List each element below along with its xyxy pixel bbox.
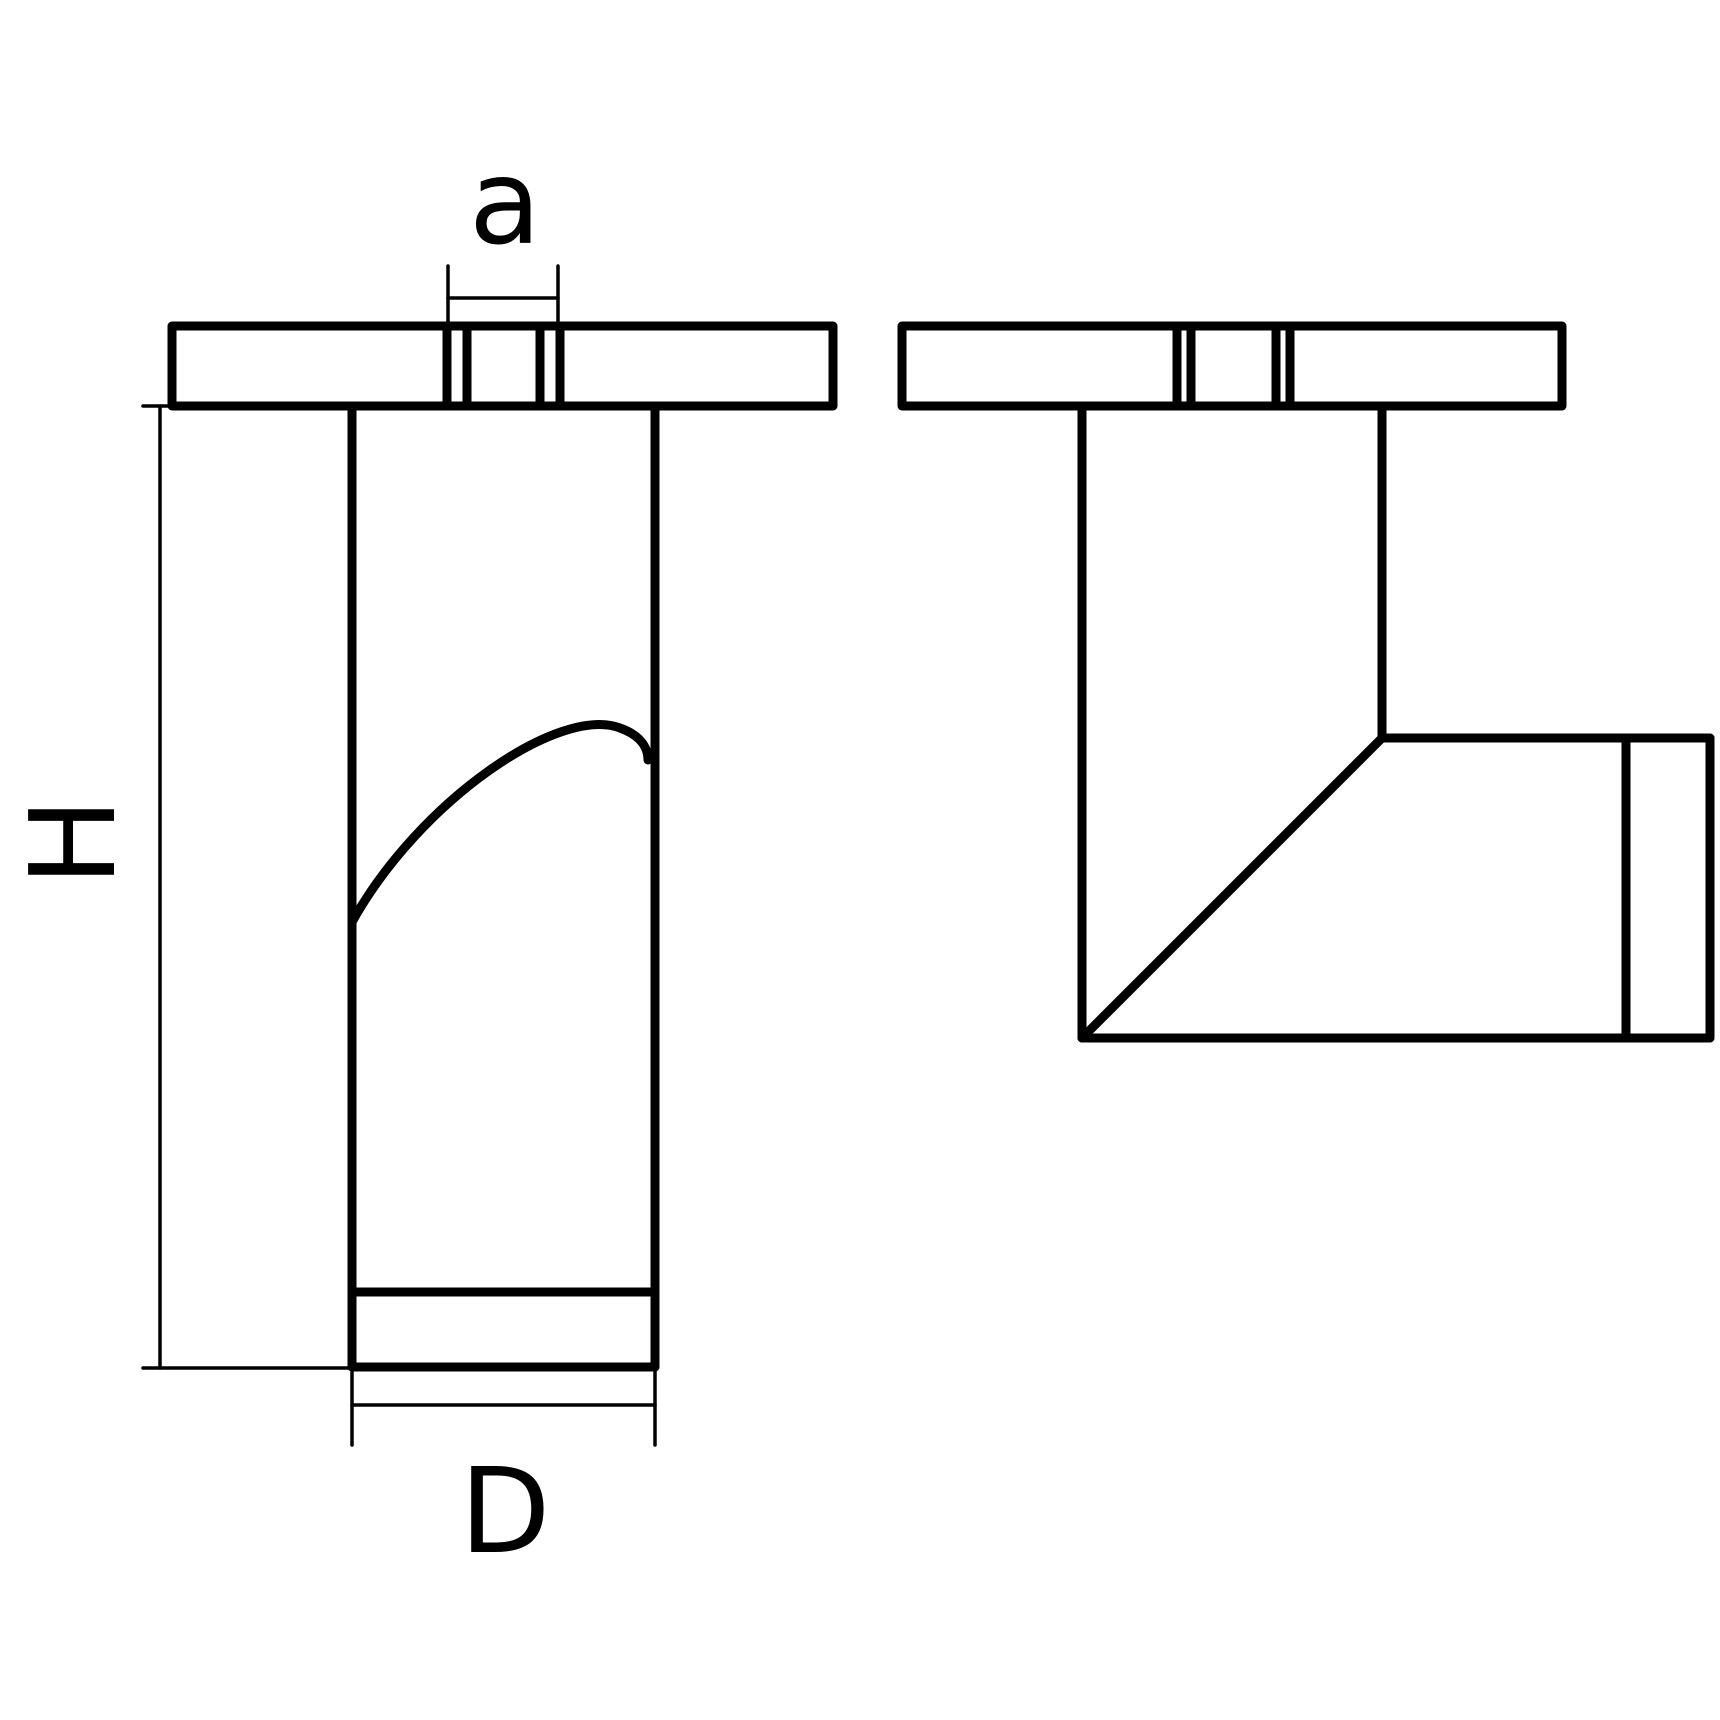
- dim-d-label: D: [460, 1442, 551, 1580]
- front-view-mounting-plate: [167, 321, 838, 411]
- side-view-diagonal: [1077, 733, 1387, 1043]
- dim-h-label: H: [4, 798, 142, 887]
- front-view: [141, 264, 838, 1447]
- side-view-mounting-plate: [897, 321, 1567, 411]
- dim-a-label: a: [469, 133, 541, 271]
- front-view-curve: [347, 720, 653, 927]
- side-view: [897, 321, 1715, 1043]
